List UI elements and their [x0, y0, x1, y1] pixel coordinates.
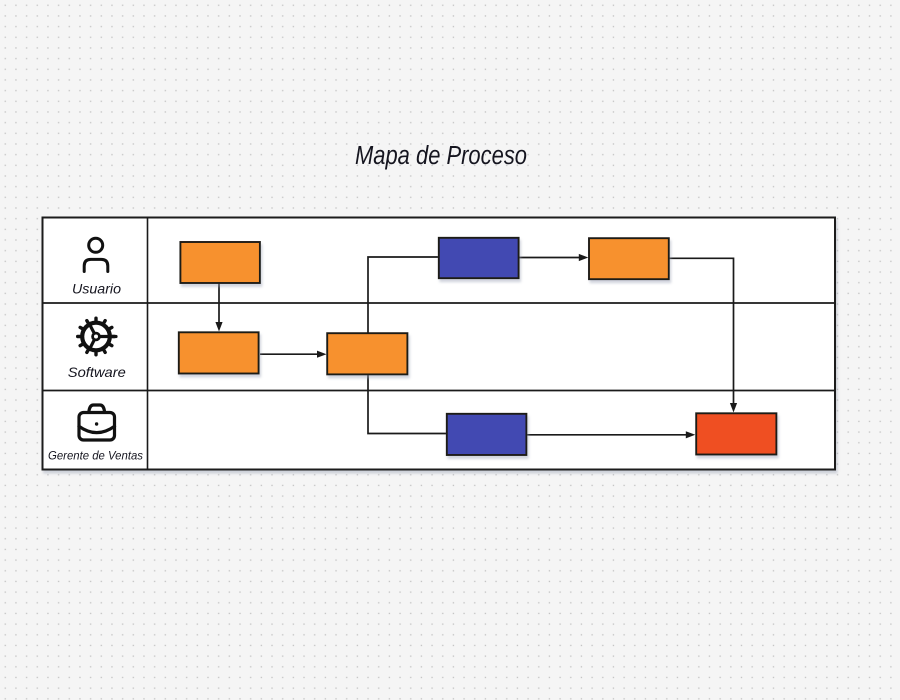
svg-text:Mapa de Proceso: Mapa de Proceso [355, 142, 527, 170]
svg-text:Usuario: Usuario [72, 281, 121, 297]
svg-text:Software: Software [68, 364, 126, 380]
svg-text:Gerente de Ventas: Gerente de Ventas [48, 449, 143, 463]
